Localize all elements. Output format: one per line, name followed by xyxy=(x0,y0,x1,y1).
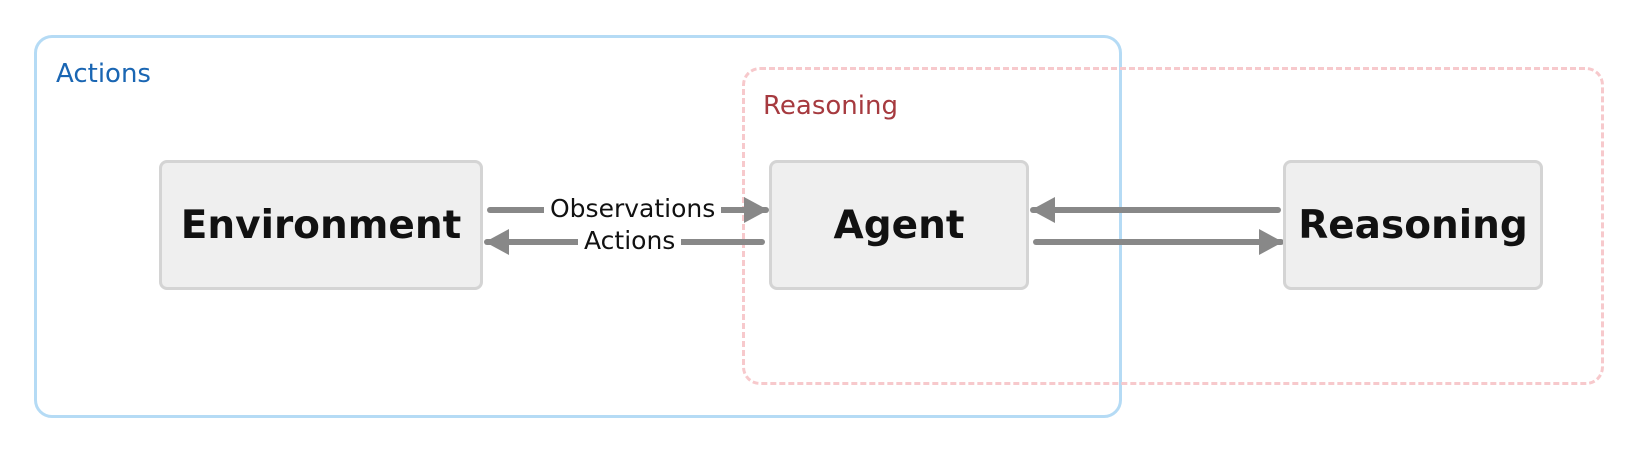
actions-group-box xyxy=(34,35,1122,418)
reasoning-group-box xyxy=(742,67,1604,385)
reasoning-node: Reasoning xyxy=(1283,160,1543,290)
agent-node: Agent xyxy=(769,160,1029,290)
actions-group-label: Actions xyxy=(56,59,151,89)
environment-node-label: Environment xyxy=(180,202,462,248)
environment-node: Environment xyxy=(159,160,483,290)
reasoning-node-label: Reasoning xyxy=(1298,202,1528,248)
actions-edge-label: Actions xyxy=(578,228,682,253)
reasoning-group-label: Reasoning xyxy=(763,91,898,121)
agent-node-label: Agent xyxy=(833,202,965,248)
observations-edge-label: Observations xyxy=(544,196,722,221)
